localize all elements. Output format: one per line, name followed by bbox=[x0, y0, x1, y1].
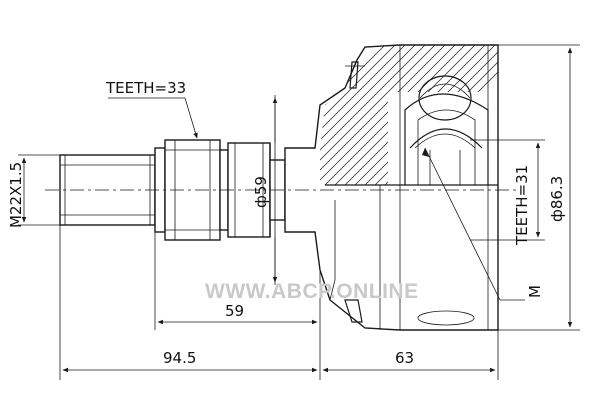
section-hatching bbox=[320, 45, 498, 185]
thread-label: M22X1.5 bbox=[7, 162, 25, 228]
housing-diameter-label: ф86.3 bbox=[548, 176, 566, 222]
housing-length-label: 63 bbox=[395, 349, 414, 367]
teeth-outer-label: TEETH=33 bbox=[105, 79, 186, 97]
overall-length-label: 94.5 bbox=[163, 349, 196, 367]
ball-cage bbox=[404, 75, 489, 326]
outer-housing bbox=[284, 44, 499, 331]
dimension-lines bbox=[21, 47, 573, 373]
shaft-diameter-label: ф59 bbox=[252, 176, 270, 208]
teeth-inner-label: TEETH=31 bbox=[513, 165, 531, 246]
marker-m-label: M bbox=[526, 285, 544, 298]
abs-tab bbox=[345, 61, 365, 89]
shaft-length-label: 59 bbox=[225, 302, 244, 320]
leader-lines bbox=[108, 97, 525, 301]
watermark: WWW.ABCP.ONLINE bbox=[205, 280, 419, 303]
